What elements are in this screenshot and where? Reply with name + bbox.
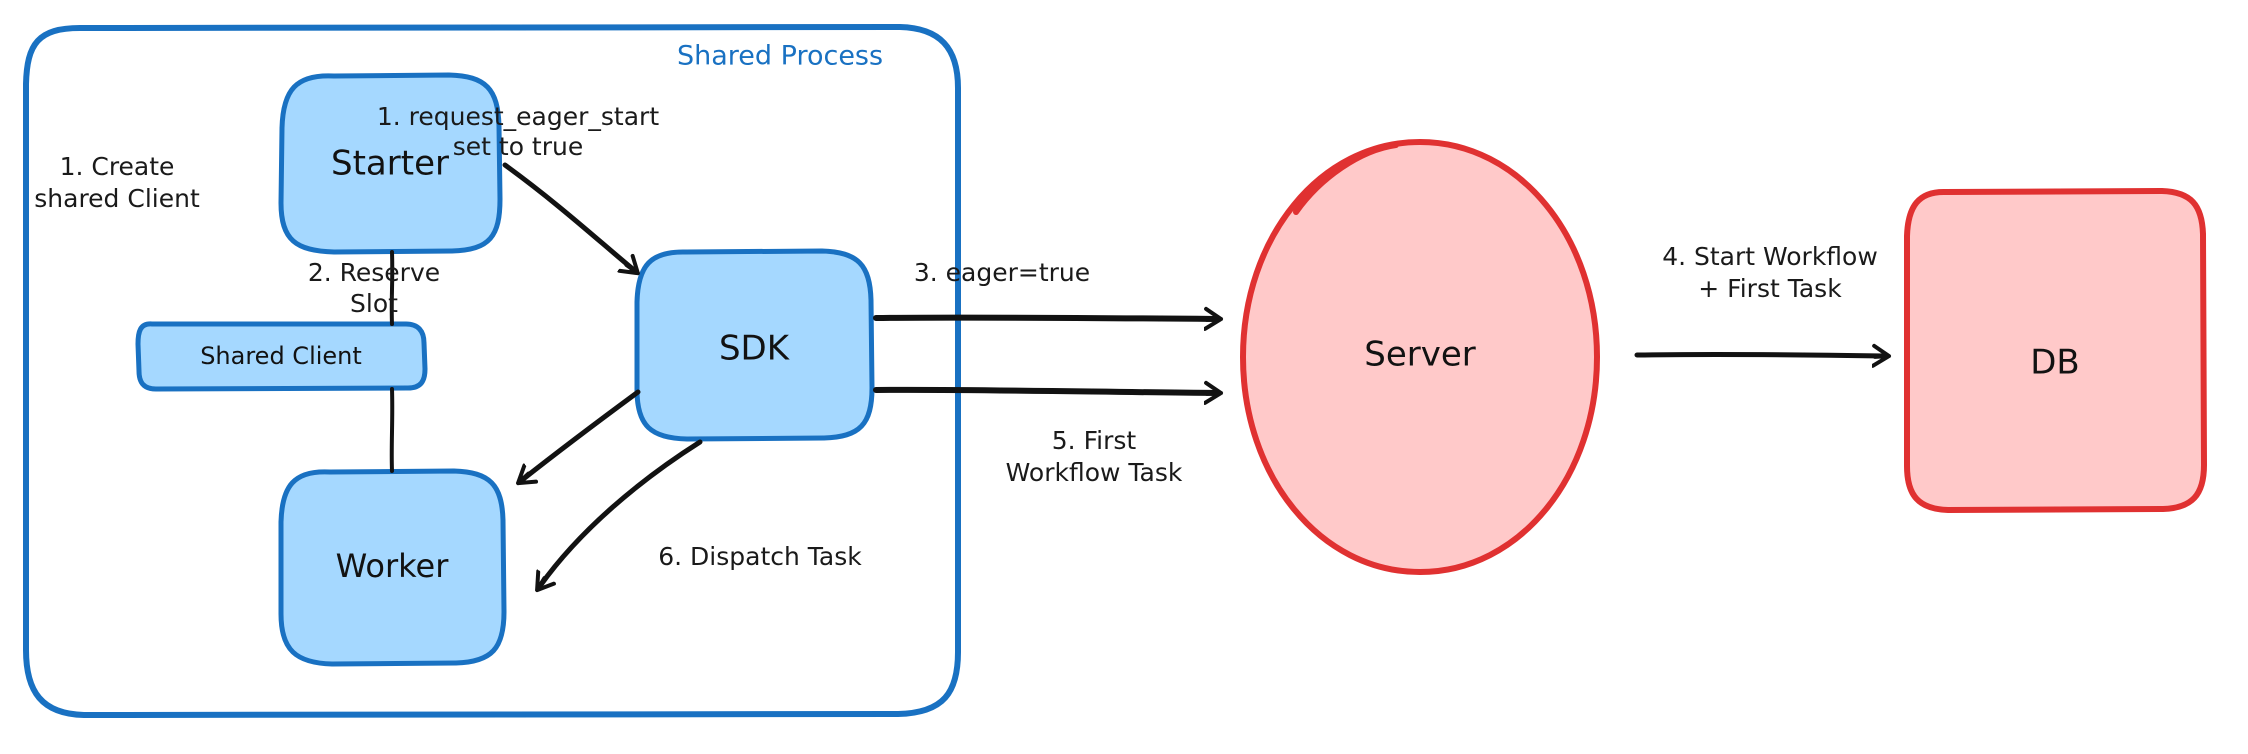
- node-starter[interactable]: Starter: [278, 72, 503, 255]
- edge-dispatch-task: 6. Dispatch Task: [540, 439, 862, 586]
- node-server[interactable]: Server: [1240, 139, 1600, 575]
- edge-request-eager-start-label-line2: set to true: [453, 132, 584, 161]
- shared-process-border: [23, 24, 961, 718]
- edge-request-eager-start: 1. request_eager_start set to true: [377, 102, 659, 270]
- server-shape: [1240, 139, 1600, 575]
- edge-request-eager-start-label-line1: 1. request_eager_start: [377, 102, 659, 131]
- edge-create-shared-client-line-top: [389, 250, 395, 326]
- edge-reserve-slot-label-line1: 2. Reserve: [308, 258, 440, 287]
- edge-create-shared-client-label-line2: shared Client: [34, 184, 200, 213]
- edge-first-workflow-task-label-line2: Workflow Task: [1006, 458, 1183, 487]
- server-label: Server: [1364, 335, 1476, 375]
- sdk-label: SDK: [719, 329, 791, 369]
- db-shape: [1904, 188, 2207, 513]
- edge-first-workflow-task-line: [873, 390, 1216, 393]
- worker-shape: [278, 468, 507, 667]
- edge-reserve-slot-label-line2: Slot: [350, 289, 398, 318]
- node-shared-client[interactable]: Shared Client: [135, 321, 428, 392]
- node-worker[interactable]: Worker: [278, 468, 507, 667]
- starter-label: Starter: [331, 144, 449, 184]
- edge-request-eager-start-line: [502, 162, 634, 270]
- sdk-shape: [634, 248, 875, 442]
- db-label: DB: [2030, 343, 2080, 383]
- edge-create-shared-client-line-bottom: [389, 387, 395, 473]
- edge-first-workflow-task-label-line1: 5. First: [1052, 426, 1137, 455]
- starter-shape: [278, 72, 503, 255]
- edge-start-workflow-label-line2: + First Task: [1698, 274, 1842, 303]
- shared-process-label: Shared Process: [677, 41, 883, 72]
- edge-reserve-slot: 2. Reserve Slot: [308, 258, 641, 480]
- edge-start-workflow-line: [1634, 355, 1884, 356]
- edge-eager-true-label-line1: 3. eager=true: [914, 258, 1090, 287]
- edge-reserve-slot-line: [522, 389, 641, 480]
- node-sdk[interactable]: SDK: [634, 248, 875, 442]
- node-db[interactable]: DB: [1904, 188, 2207, 513]
- edge-first-workflow-task: 5. First Workflow Task: [873, 390, 1216, 487]
- edge-dispatch-task-label-line1: 6. Dispatch Task: [658, 542, 862, 571]
- edge-create-shared-client-label-line1: 1. Create: [60, 152, 175, 181]
- shared-process-container: Shared Process: [23, 24, 961, 718]
- edge-dispatch-task-line: [540, 439, 703, 586]
- edge-start-workflow: 4. Start Workflow + First Task: [1634, 242, 1884, 356]
- shared-client-shape: [135, 321, 428, 392]
- edge-eager-true-line: [873, 318, 1216, 319]
- edge-create-shared-client: 1. Create shared Client: [34, 152, 395, 473]
- worker-label: Worker: [336, 547, 450, 585]
- shared-client-label: Shared Client: [200, 342, 362, 370]
- edge-eager-true: 3. eager=true: [873, 258, 1216, 319]
- edge-start-workflow-label-line1: 4. Start Workflow: [1662, 242, 1878, 271]
